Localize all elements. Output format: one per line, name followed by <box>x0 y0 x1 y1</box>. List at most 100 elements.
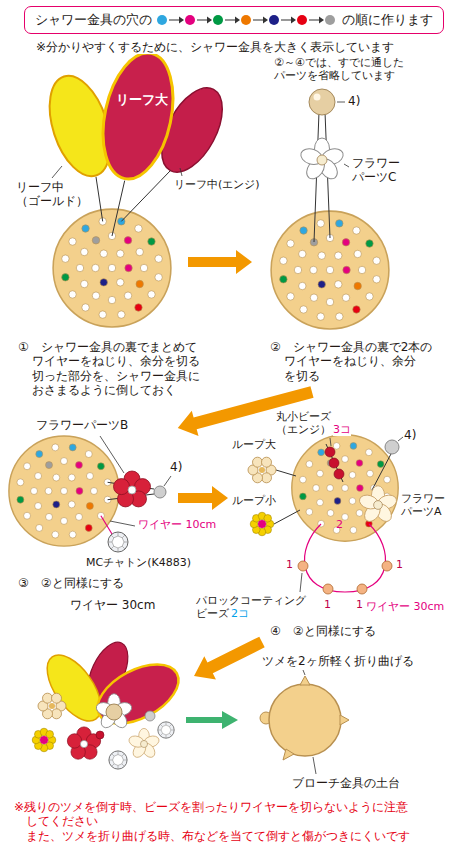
finished-brooch <box>145 711 155 721</box>
step4-illustration <box>334 469 344 479</box>
step4-illustration <box>248 457 276 483</box>
step2-illustration <box>174 89 389 441</box>
quantity-holder: 3コ <box>333 423 351 436</box>
step4-illustration <box>325 447 335 457</box>
hole-order-dots <box>169 19 320 20</box>
callout-number-holder: 4) <box>348 94 360 108</box>
part-label: 丸小ビーズ （エンジ） <box>276 410 331 436</box>
instruction: ツメを2ヶ所軽く折り曲げる <box>262 654 414 668</box>
count-number: 1 <box>286 558 293 571</box>
node-text: リーフ大 <box>116 92 168 108</box>
hole-order-dots <box>157 15 167 25</box>
step-caption-holder: ③ ②と同様にする <box>18 576 124 590</box>
node-text-holder: リーフ大 <box>116 92 168 108</box>
wire-length: ワイヤー 30cm <box>70 598 155 612</box>
step2-illustration <box>337 102 349 167</box>
hole-order-dots <box>291 17 296 24</box>
step1-illustration <box>52 166 62 178</box>
step3-illustration <box>9 436 228 552</box>
finished-brooch <box>38 693 66 719</box>
hole-order-dots <box>235 17 240 24</box>
part-label-holder: フラワーパーツB <box>36 418 128 432</box>
callout-number: 4) <box>170 460 182 474</box>
brooch-base <box>340 715 349 725</box>
part-label-holder: リーフ中(エンジ) <box>174 178 260 191</box>
step-caption-holder: ① シャワー金具の裏でまとめて ワイヤーをねじり、余分を切る 切った部分を、シャ… <box>18 340 200 398</box>
hole-order-dots <box>269 15 279 25</box>
step-arrow <box>188 630 268 687</box>
step1-illustration <box>96 171 170 236</box>
count-number: 2 <box>336 518 343 531</box>
count-number: 1 <box>396 558 403 571</box>
step4-illustration <box>382 561 392 571</box>
part-label: ループ大 <box>232 438 276 451</box>
text-line: してください <box>14 814 98 828</box>
brooch-base <box>283 749 294 760</box>
text-line: フラワー <box>352 156 400 170</box>
part-label: ループ小 <box>232 494 276 507</box>
text-line: ※残りのツメを倒す時、ビーズを割ったりワイヤーを切らないように注意 <box>14 800 408 814</box>
step4-illustration <box>300 437 403 592</box>
finished-brooch <box>96 731 104 739</box>
text-line: パーツA <box>401 505 442 518</box>
callout-number-holder: 4) <box>404 428 416 442</box>
callout-note-holder: ②～④では、すでに通した パーツを省略しています <box>274 56 404 82</box>
hole-order-dots <box>213 15 223 25</box>
callout-number: 4) <box>404 428 416 442</box>
step1-illustration <box>112 181 125 236</box>
hole-order-dots <box>185 15 195 25</box>
step4-illustration <box>326 444 343 482</box>
step4-illustration <box>300 573 302 592</box>
finished-brooch <box>32 728 56 752</box>
step2-illustration <box>309 89 335 115</box>
instruction-holder: ツメを2ヶ所軽く折り曲げる <box>262 654 414 668</box>
brooch-base <box>303 670 316 774</box>
step4-illustration <box>385 440 399 454</box>
text-line: 切った部分を、シャワー金具に <box>18 369 200 383</box>
step3-illustration <box>154 486 166 498</box>
step4-illustration <box>188 435 403 688</box>
node-text: シャワー金具の穴の <box>35 12 152 28</box>
step4-illustration <box>325 447 344 479</box>
finished-brooch <box>158 722 174 738</box>
leaf-outline <box>100 48 176 184</box>
leaf-shape <box>100 48 176 184</box>
step4-illustration <box>372 452 392 490</box>
part-label-holder: パロックコーティング ビーズ <box>196 594 306 620</box>
count-number-holder: 1 <box>324 598 331 611</box>
count-number: 1 <box>324 598 331 611</box>
part-label: リーフ中 （ゴールド） <box>16 180 88 209</box>
part-label-holder: ループ小 <box>232 494 276 507</box>
part-label-holder: 丸小ビーズ （エンジ） <box>276 410 331 436</box>
finished-brooch <box>67 727 100 759</box>
text-line: ②～④では、すでに通した <box>274 56 404 69</box>
wire-length: ワイヤー 30cm <box>366 600 444 613</box>
node-text-holder: シャワー金具の穴の <box>35 12 152 28</box>
part-label-holder: リーフ中 （ゴールド） <box>16 180 88 209</box>
green-arrow <box>186 711 238 729</box>
hole-order-dots <box>263 17 268 24</box>
part-label-holder: ループ大 <box>232 438 276 451</box>
quantity-holder: 2コ <box>231 607 249 620</box>
brooch-base <box>303 670 305 675</box>
finished-brooch <box>128 728 161 759</box>
text-line: ビーズ <box>196 607 229 620</box>
step3-illustration <box>110 521 135 526</box>
finished-brooch <box>95 694 134 731</box>
brooch-base <box>300 676 310 685</box>
text-line: パーツを省略しています <box>274 69 395 82</box>
wire-length: ワイヤー 10cm <box>138 518 216 531</box>
part-label-holder: ブローチ金具の土台 <box>292 776 400 790</box>
callout-number: 4) <box>348 94 360 108</box>
finished-brooch <box>106 704 122 720</box>
callout-note: ②～④では、すでに通した パーツを省略しています <box>274 56 404 82</box>
step1-illustration <box>180 168 182 176</box>
step-caption: ① シャワー金具の裏でまとめて ワイヤーをねじり、余分を切る 切った部分を、シャ… <box>18 340 200 398</box>
hole-order-dots <box>157 15 335 25</box>
step3-illustration <box>101 516 112 534</box>
brooch-base <box>283 676 349 760</box>
caution-note-holder: ※残りのツメを倒す時、ビーズを割ったりワイヤーを切らないように注意 してください… <box>14 800 410 843</box>
brooch-base <box>260 670 349 774</box>
step4-illustration <box>329 458 339 468</box>
